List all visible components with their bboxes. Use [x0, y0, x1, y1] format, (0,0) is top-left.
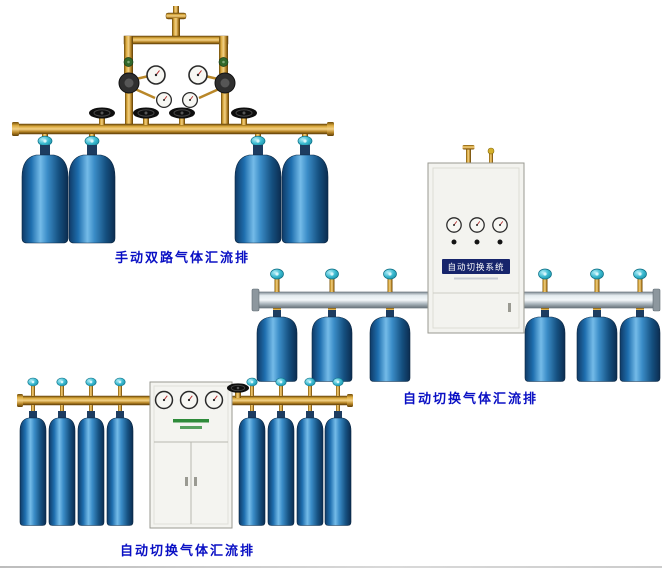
cylinder-valve-knob — [56, 377, 68, 387]
cabinet-gauge — [469, 217, 485, 233]
cabinet-gauge — [179, 390, 199, 410]
gas-cylinder — [311, 309, 353, 382]
figure-auto-switch-manifold: 自动切换系统 — [251, 145, 661, 382]
regulator-right — [198, 72, 236, 127]
cabinet-label: 自动切换系统 — [447, 262, 504, 272]
cylinder-valve-knob — [304, 377, 316, 387]
pressure-gauge — [146, 65, 166, 85]
cabinet-knob — [451, 239, 457, 245]
cylinder-valve — [332, 377, 344, 412]
figure-auto-switch-manifold-floor — [17, 377, 353, 529]
ball-valve-knob — [123, 57, 134, 67]
main-manifold-pipe — [12, 122, 334, 136]
figure-caption-auto-cabinet: 自动切换气体汇流排 — [403, 391, 539, 406]
cylinder-valve-knob — [270, 268, 284, 280]
cylinder-valve — [275, 377, 287, 412]
cylinder-valve-knob — [332, 377, 344, 387]
gas-cylinder — [48, 410, 76, 526]
cylinder-valve-knob — [85, 377, 97, 387]
gas-cylinder — [256, 309, 298, 382]
cabinet-sub-label — [454, 277, 498, 280]
cabinet-green-text-line — [180, 426, 202, 429]
gas-cylinder — [21, 135, 69, 244]
cylinder-valve-knob — [27, 377, 39, 387]
gas-cylinder — [68, 135, 116, 244]
cabinet-panel — [432, 167, 520, 329]
cabinet-door-handle — [194, 477, 197, 486]
figure-caption-manual: 手动双路气体汇流排 — [115, 250, 251, 265]
pressure-gauge — [155, 91, 173, 109]
header-pipe — [123, 35, 229, 74]
gas-cylinder — [524, 309, 566, 382]
gas-cylinder — [77, 410, 105, 526]
outlet-pipe — [165, 6, 187, 39]
ball-valve-knob — [218, 57, 229, 67]
page-bottom-rule — [0, 566, 662, 568]
pressure-gauge — [181, 91, 199, 109]
gas-cylinder — [238, 410, 266, 526]
cylinder-valve — [85, 377, 97, 412]
cabinet-knob — [474, 239, 480, 245]
cabinet-door-handle — [185, 477, 188, 486]
cylinder-valve-knob — [114, 377, 126, 387]
cabinet-top-valve — [462, 145, 475, 150]
cylinder-valve-knob — [538, 268, 552, 280]
cylinder-valve-knob — [325, 268, 339, 280]
cabinet-top-valve — [489, 152, 493, 164]
cylinder-valve — [114, 377, 126, 412]
control-cabinet: 自动切换系统 — [427, 145, 525, 334]
figure-caption-auto-floor: 自动切换气体汇流排 — [120, 543, 256, 558]
valve-handwheel — [132, 107, 160, 125]
cylinder-valve — [56, 377, 68, 412]
gas-cylinder — [324, 410, 352, 526]
valve-handwheel — [226, 382, 250, 398]
cabinet-gauge — [446, 217, 462, 233]
gas-cylinder — [106, 410, 134, 526]
valve-handwheel — [168, 107, 196, 125]
valve-handwheel — [88, 107, 116, 125]
cabinet-top-valve-knob — [487, 147, 495, 155]
cylinder-valve — [246, 377, 258, 412]
cabinet-gauge — [204, 390, 224, 410]
cabinet-green-text-line — [173, 419, 209, 423]
cylinder-valve-knob — [246, 377, 258, 387]
valve-handwheel — [230, 107, 258, 125]
cylinder-valve-knob — [275, 377, 287, 387]
gas-cylinder — [267, 410, 295, 526]
cabinet-knob — [497, 239, 503, 245]
cylinder-valve-knob — [383, 268, 397, 280]
regulator-left — [118, 72, 156, 127]
gas-cylinder — [369, 309, 411, 382]
figure-manual-dual-manifold — [12, 6, 334, 244]
cylinder-valve-knob — [590, 268, 604, 280]
gas-cylinder — [619, 309, 661, 382]
cabinet-gauge — [492, 217, 508, 233]
cabinet-door-handle — [508, 303, 511, 312]
gas-cylinder — [296, 410, 324, 526]
cylinder-valve — [304, 377, 316, 412]
cabinet-top-valve — [466, 147, 471, 164]
cylinder-valve-knob — [633, 268, 647, 280]
pressure-gauge — [188, 65, 208, 85]
cylinder-valve — [27, 377, 39, 412]
gas-cylinder — [19, 410, 47, 526]
cabinet-gauge — [154, 390, 174, 410]
control-cabinet — [149, 381, 233, 529]
cabinet-label-band — [442, 259, 510, 274]
gas-cylinder — [576, 309, 618, 382]
